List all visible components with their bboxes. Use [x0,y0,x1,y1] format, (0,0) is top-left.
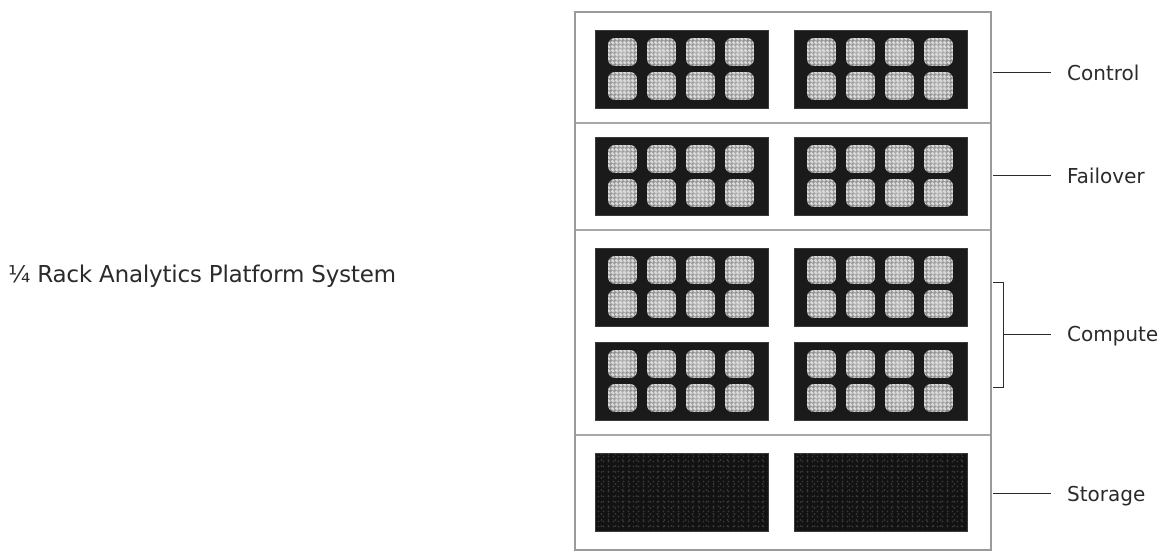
failover-server-2 [794,137,968,216]
drive-bay-icon [647,179,676,207]
drive-bay-icon [608,38,637,66]
drive-bay-icon [608,290,637,318]
drive-bay-icon [608,350,637,378]
drive-bay-icon [725,145,754,173]
drive-bay-icon [608,384,637,412]
drive-bay-icon [647,256,676,284]
drive-bay-icon [725,179,754,207]
drive-bay-icon [725,350,754,378]
drive-bay-icon [807,290,836,318]
drive-bay-icon [846,350,875,378]
failover-leader-line [993,175,1051,176]
drive-bay-icon [686,38,715,66]
drive-bay-icon [686,256,715,284]
rack-frame [574,11,992,551]
drive-bay-icon [725,384,754,412]
drive-bay-icon [725,72,754,100]
drive-bay-icon [686,179,715,207]
drive-bay-icon [846,145,875,173]
control-label: Control [1067,61,1140,85]
drive-bay-icon [725,290,754,318]
drive-bay-icon [924,384,953,412]
drive-bay-icon [885,179,914,207]
drive-bay-icon [608,256,637,284]
drive-bay-icon [807,179,836,207]
compute-bracket [993,282,1004,388]
drive-bay-icon [647,38,676,66]
drive-bay-icon [924,179,953,207]
drive-bay-icon [846,290,875,318]
drive-bay-icon [686,290,715,318]
failover-server-1 [595,137,769,216]
drive-bay-icon [846,38,875,66]
drive-bay-icon [846,179,875,207]
drive-bay-icon [885,350,914,378]
drive-bay-icon [807,38,836,66]
drive-bay-icon [807,72,836,100]
drive-bay-icon [885,72,914,100]
drive-bay-icon [885,145,914,173]
rack-section-failover [576,124,990,231]
drive-bay-icon [846,256,875,284]
drive-bay-icon [686,384,715,412]
drive-bay-icon [686,145,715,173]
drive-bay-icon [608,72,637,100]
drive-bay-icon [686,72,715,100]
control-server-1 [595,30,769,109]
compute-leader-line [1004,334,1051,335]
control-server-2 [794,30,968,109]
drive-bay-icon [885,38,914,66]
storage-label: Storage [1067,482,1146,506]
drive-bay-icon [647,350,676,378]
drive-bay-icon [885,384,914,412]
compute-server-2 [794,248,968,327]
failover-label: Failover [1067,164,1145,188]
compute-server-4 [794,342,968,421]
drive-bay-icon [807,256,836,284]
drive-bay-icon [924,72,953,100]
drive-bay-icon [807,350,836,378]
storage-leader-line [993,493,1051,494]
drive-bay-icon [686,350,715,378]
drive-bay-icon [924,256,953,284]
drive-bay-icon [885,290,914,318]
drive-bay-icon [725,38,754,66]
drive-bay-icon [608,179,637,207]
rack-section-control [576,13,990,124]
compute-server-3 [595,342,769,421]
drive-bay-icon [807,145,836,173]
drive-bay-icon [846,384,875,412]
storage-array-1 [595,453,769,532]
storage-array-2 [794,453,968,532]
diagram-title: ¼ Rack Analytics Platform System [8,262,396,288]
drive-bay-icon [647,72,676,100]
drive-bay-icon [725,256,754,284]
rack-section-compute [576,231,990,436]
drive-bay-icon [608,145,637,173]
drive-bay-icon [647,384,676,412]
drive-bay-icon [924,145,953,173]
rack-section-storage [576,436,990,553]
control-leader-line [993,72,1051,73]
drive-bay-icon [924,350,953,378]
drive-bay-icon [885,256,914,284]
drive-bay-icon [924,290,953,318]
drive-bay-icon [647,145,676,173]
drive-bay-icon [647,290,676,318]
drive-bay-icon [924,38,953,66]
compute-server-1 [595,248,769,327]
compute-label: Compute [1067,322,1159,346]
drive-bay-icon [846,72,875,100]
drive-bay-icon [807,384,836,412]
